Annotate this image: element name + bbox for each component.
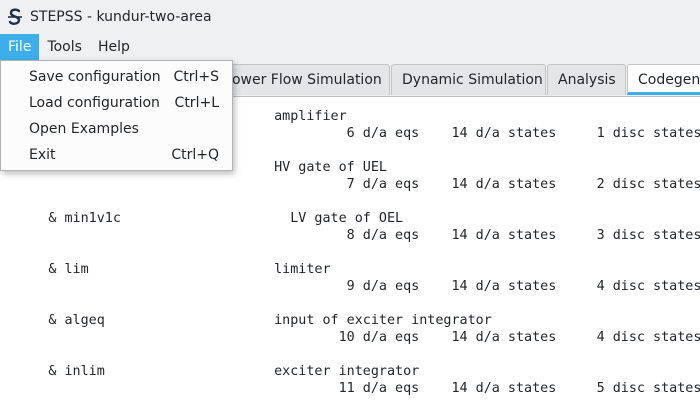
menu-item-save-configuration[interactable]: Save configuration Ctrl+S <box>1 64 232 90</box>
log-line: & inlim exciter integrator <box>0 364 420 379</box>
stepss-app-icon <box>4 6 26 28</box>
log-line: 9 d/a eqs 14 d/a states 4 disc states <box>0 279 700 294</box>
log-line: & algeq input of exciter integrator <box>0 313 492 328</box>
file-menu-dropdown: Save configuration Ctrl+S Load configura… <box>0 60 233 171</box>
menu-item-label: Load configuration <box>29 95 160 111</box>
menu-item-shortcut: Ctrl+S <box>173 69 219 85</box>
menu-item-exit[interactable]: Exit Ctrl+Q <box>1 142 232 168</box>
window-title: STEPSS - kundur-two-area <box>30 9 212 25</box>
tab-codegen[interactable]: Codegen <box>627 64 700 95</box>
menu-item-load-configuration[interactable]: Load configuration Ctrl+L <box>1 90 232 116</box>
menu-item-open-examples[interactable]: Open Examples <box>1 116 232 142</box>
menu-item-shortcut: Ctrl+L <box>174 95 219 111</box>
tab-analysis[interactable]: Analysis <box>547 64 626 95</box>
tab-dynamic-simulation[interactable]: Dynamic Simulation <box>391 64 546 95</box>
log-line: & min1v1c LV gate of OEL <box>0 211 404 226</box>
log-line: 10 d/a eqs 14 d/a states 4 disc states <box>0 330 700 345</box>
log-line: 11 d/a eqs 14 d/a states 5 disc states <box>0 381 700 396</box>
menu-help[interactable]: Help <box>97 39 130 55</box>
tab-power-flow-simulation[interactable]: Power Flow Simulation <box>213 64 390 95</box>
menu-item-shortcut: Ctrl+Q <box>171 147 219 163</box>
menu-bar: File Tools Help <box>0 34 700 60</box>
title-bar: STEPSS - kundur-two-area <box>0 0 700 34</box>
menu-file[interactable]: File <box>0 34 40 60</box>
log-line: 7 d/a eqs 14 d/a states 2 disc states <box>0 177 700 192</box>
menu-item-label: Exit <box>29 147 56 163</box>
menu-item-label: Save configuration <box>29 69 161 85</box>
log-line: 6 d/a eqs 14 d/a states 1 disc states <box>0 126 700 141</box>
log-line: 8 d/a eqs 14 d/a states 3 disc states <box>0 228 700 243</box>
menu-tools[interactable]: Tools <box>47 39 82 55</box>
log-line: amplifier <box>274 109 347 124</box>
menu-item-label: Open Examples <box>29 121 139 137</box>
log-line: & lim limiter <box>0 262 331 277</box>
